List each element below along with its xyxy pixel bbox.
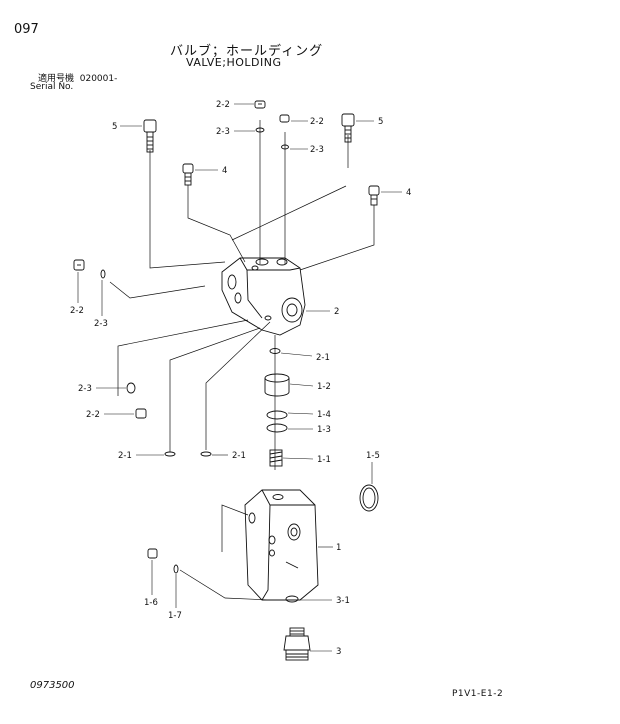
- serial-value: 020001-: [79, 74, 118, 84]
- callout-body-oring: 1-7: [168, 611, 182, 621]
- title-japanese: バルブ；ホールディング: [170, 44, 324, 59]
- callout-housing-oring: 2-1: [316, 353, 330, 363]
- large-oring-icon: [359, 484, 379, 512]
- fitting-oring-icon: [285, 595, 299, 603]
- callout-oring-2-1-b: 2-1: [232, 451, 246, 461]
- bolt-right-icon: [341, 113, 355, 143]
- bolt-left-icon: [143, 119, 157, 153]
- callout-screw-right: 4: [406, 188, 411, 198]
- leader-lines: [77, 103, 402, 652]
- callout-side-plug: 2-2: [70, 306, 84, 316]
- top-oring-icon: [255, 127, 265, 133]
- callout-spring: 1-1: [317, 455, 331, 465]
- screw-left-icon: [182, 163, 194, 186]
- side-plug-icon: [73, 259, 85, 271]
- callout-piston: 1-2: [317, 382, 331, 392]
- backup-ring-icon: [266, 410, 288, 420]
- callout-oring-2-1-a: 2-1: [118, 451, 132, 461]
- upper-housing-icon: [221, 257, 306, 336]
- lower-plug-icon: [135, 408, 147, 419]
- callout-bolt-right: 5: [378, 117, 383, 127]
- body-oring-icon: [173, 564, 179, 574]
- top-plug-right-icon: [279, 114, 290, 123]
- valve-body-icon: [244, 489, 319, 601]
- piston-icon: [264, 373, 290, 397]
- callout-top-plug-left: 2-2: [216, 100, 230, 110]
- callout-backup-ring: 1-4: [317, 410, 331, 420]
- top-oring-right-icon: [281, 144, 289, 150]
- callout-large-oring: 1-5: [366, 451, 380, 461]
- large-oring-inner: [362, 487, 376, 509]
- callout-lower-oring: 2-3: [78, 384, 92, 394]
- lower-oring-icon: [126, 382, 136, 394]
- callout-bolt-left: 5: [112, 122, 117, 132]
- oring-2-1-a-icon: [164, 451, 176, 457]
- serial-label-ja-text: 適用号機: [38, 74, 75, 84]
- callout-fitting-oring: 3-1: [336, 596, 350, 606]
- serial-label-ja: 適用号機 020001-: [38, 71, 117, 84]
- callout-top-oring-right: 2-3: [310, 145, 324, 155]
- callout-side-oring: 2-3: [94, 319, 108, 329]
- side-oring-icon: [100, 269, 106, 279]
- callout-seal-ring: 1-3: [317, 425, 331, 435]
- fitting-icon: [283, 627, 311, 661]
- callout-top-oring-left: 2-3: [216, 127, 230, 137]
- callout-housing: 2: [334, 307, 339, 317]
- spring-icon: [269, 449, 283, 467]
- body-plug-icon: [147, 548, 158, 559]
- seal-ring-icon: [266, 423, 288, 433]
- screw-right-icon: [368, 185, 380, 206]
- sheet-code: P1V1-E1-2: [452, 689, 504, 699]
- top-plug-icon: [254, 100, 266, 109]
- page-number: 097: [14, 22, 39, 37]
- assembly-lines: [109, 120, 375, 601]
- callout-lower-plug: 2-2: [86, 410, 100, 420]
- callout-fitting: 3: [336, 647, 341, 657]
- oring-2-1-b-icon: [200, 451, 212, 457]
- title-english: VALVE;HOLDING: [186, 56, 282, 69]
- callout-top-plug-right: 2-2: [310, 117, 324, 127]
- callout-valve-body: 1: [336, 543, 341, 553]
- housing-oring-icon: [269, 348, 281, 354]
- serial-label-en: Serial No.: [30, 82, 74, 92]
- callout-body-plug: 1-6: [144, 598, 158, 608]
- callout-screw-left: 4: [222, 166, 227, 176]
- drawing-number: 0973500: [30, 680, 75, 691]
